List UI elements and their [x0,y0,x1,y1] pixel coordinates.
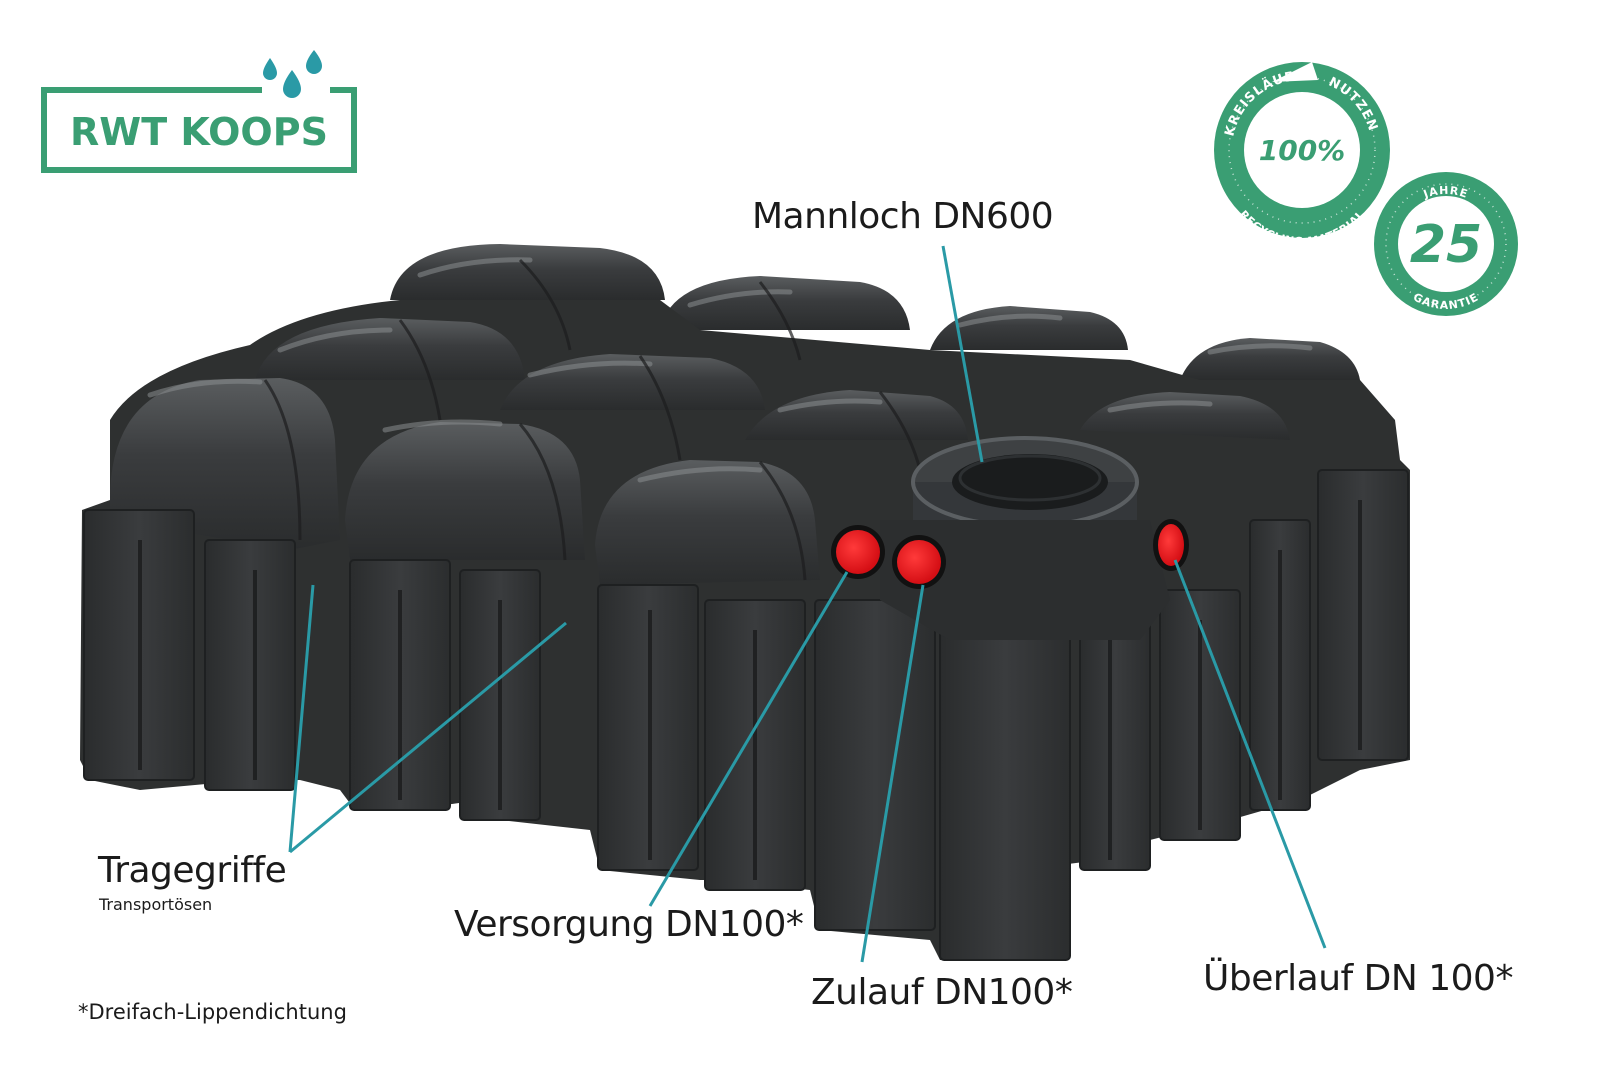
manhole-label: Mannloch DN600 [752,196,1054,237]
inlet-label: Zulauf DN100* [811,972,1073,1013]
handles-label: Tragegriffe [98,850,287,891]
leader-lines [288,245,1327,963]
handles-leader-b [289,621,567,854]
footnote: *Dreifach-Lippendichtung [78,1000,347,1024]
supply-leader [648,571,849,907]
warranty-arc-top: JAHRE [1421,184,1469,201]
recycling-percent: 100% [1259,134,1346,167]
overflow-port [1158,524,1184,566]
supply-port [836,530,880,574]
recycling-badge: KREISLÄUFE NUTZEN RECYCLING-MATERIAL 100… [1214,62,1390,248]
warranty-years: 25 [1410,215,1482,275]
overflow-label: Überlauf DN 100* [1203,958,1513,999]
supply-label: Versorgung DN100* [454,904,804,945]
tank-body [80,244,1410,961]
handles-sublabel: Transportösen [99,895,213,914]
inlet-leader [860,584,925,963]
brand-name: RWT KOOPS [70,110,328,154]
overflow-leader [1173,559,1327,949]
inlet-port [897,540,941,584]
ports [831,519,1189,589]
water-drops-icon [263,50,322,98]
warranty-badge: JAHRE GARANTIE 25 [1368,166,1524,322]
manhole-leader [941,245,984,463]
handles-leader-a [288,584,315,853]
arrow-icon [1272,62,1318,82]
brand-logo: RWT KOOPS [41,50,357,173]
svg-text:JAHRE: JAHRE [1421,184,1470,201]
